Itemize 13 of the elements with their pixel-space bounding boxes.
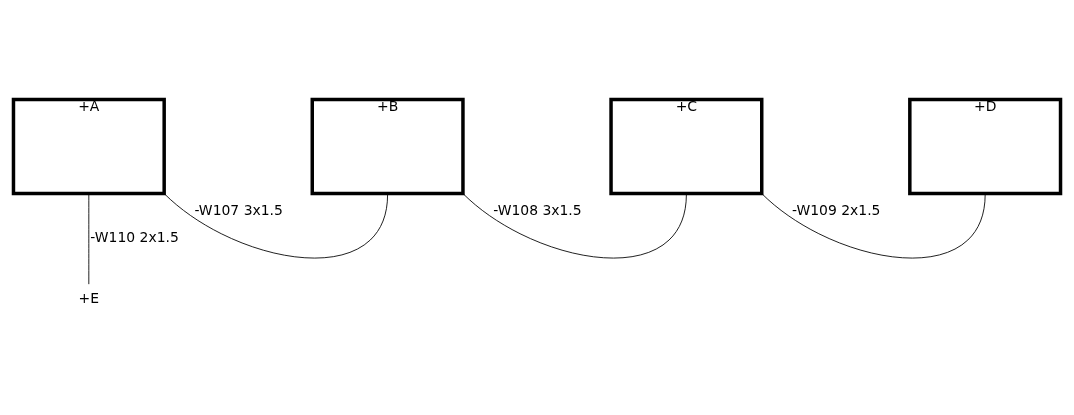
connector	[88, 193, 90, 285]
connector	[163, 193, 389, 259]
edge-label: -W110 2x1.5	[90, 229, 179, 246]
connector	[761, 193, 986, 259]
node-box: +A	[11, 97, 166, 196]
node-text: +E	[78, 290, 100, 307]
node-box: +C	[609, 97, 764, 196]
edge-label: -W107 3x1.5	[194, 202, 283, 219]
node-box: +B	[310, 97, 465, 196]
node-box: +D	[908, 97, 1063, 196]
edge-label: -W108 3x1.5	[493, 202, 582, 219]
edge-label: -W109 2x1.5	[791, 202, 881, 219]
connector	[462, 193, 687, 259]
